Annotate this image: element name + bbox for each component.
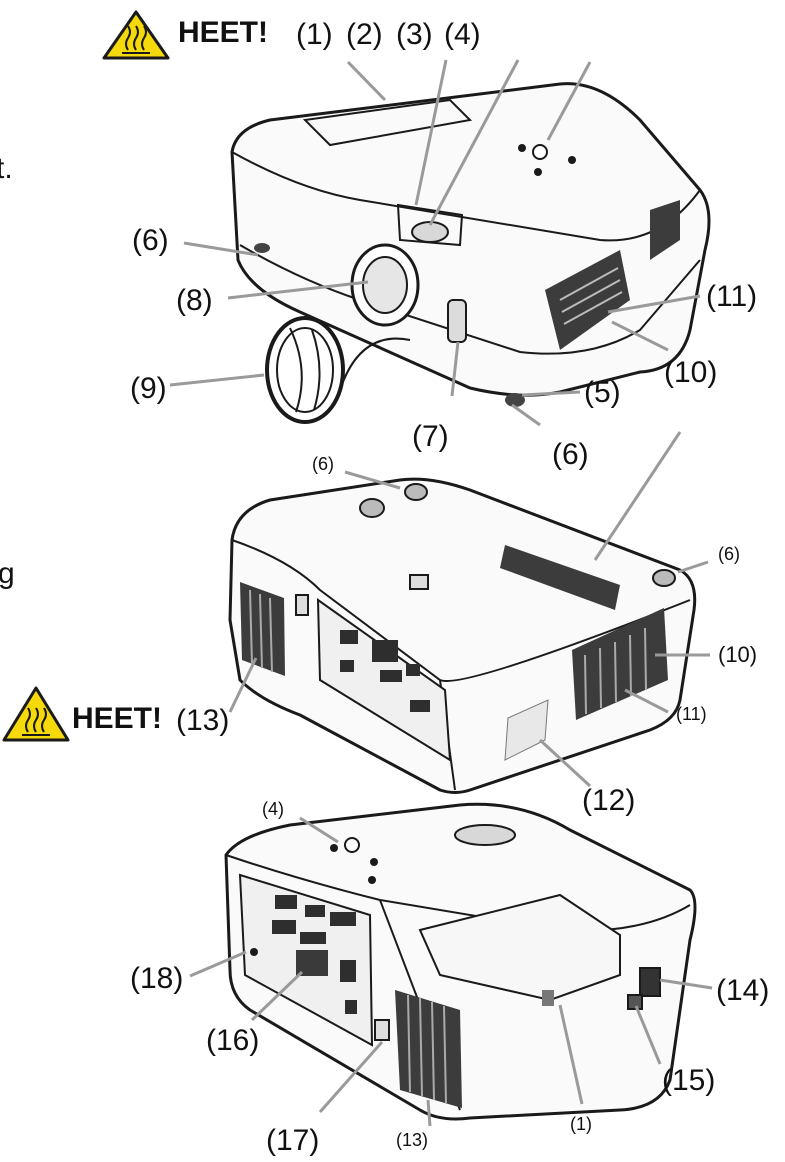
projector-front-view [230, 82, 711, 424]
warning-text-top: HEET! [178, 16, 268, 49]
label-15: (15) [662, 1064, 715, 1097]
label-17: (17) [266, 1124, 319, 1157]
label-6: (6) [718, 544, 740, 564]
heat-warning-icon [2, 686, 70, 742]
label-11: (11) [676, 704, 707, 724]
label-9: (9) [130, 372, 167, 405]
label-1: (1) [296, 18, 333, 51]
label-7: (7) [412, 420, 449, 453]
label-1: (1) [570, 1114, 592, 1134]
label-6: (6) [552, 438, 589, 471]
label-13: (13) [396, 1130, 428, 1150]
label-5: (5) [584, 376, 621, 409]
label-11: (11) [706, 280, 757, 313]
projector-bottom-view [228, 477, 697, 794]
label-16: (16) [206, 1024, 259, 1057]
projector-rear-view [224, 802, 697, 1121]
label-6: (6) [312, 454, 334, 474]
label-3: (3) [396, 18, 433, 51]
label-4: (4) [262, 799, 284, 819]
warning-text-middle: HEET! [72, 702, 162, 735]
label-12: (12) [582, 784, 635, 817]
heat-warning-icon [102, 10, 170, 60]
label-4: (4) [444, 18, 481, 51]
label-8: (8) [176, 284, 213, 317]
edge-text-g: g [0, 557, 15, 590]
label-13: (13) [176, 704, 229, 737]
edge-text-t: t. [0, 152, 13, 185]
label-14: (14) [716, 974, 769, 1007]
label-6: (6) [132, 224, 169, 257]
label-18: (18) [130, 962, 183, 995]
label-10: (10) [664, 356, 717, 389]
label-2: (2) [346, 18, 383, 51]
label-10: (10) [718, 642, 757, 667]
